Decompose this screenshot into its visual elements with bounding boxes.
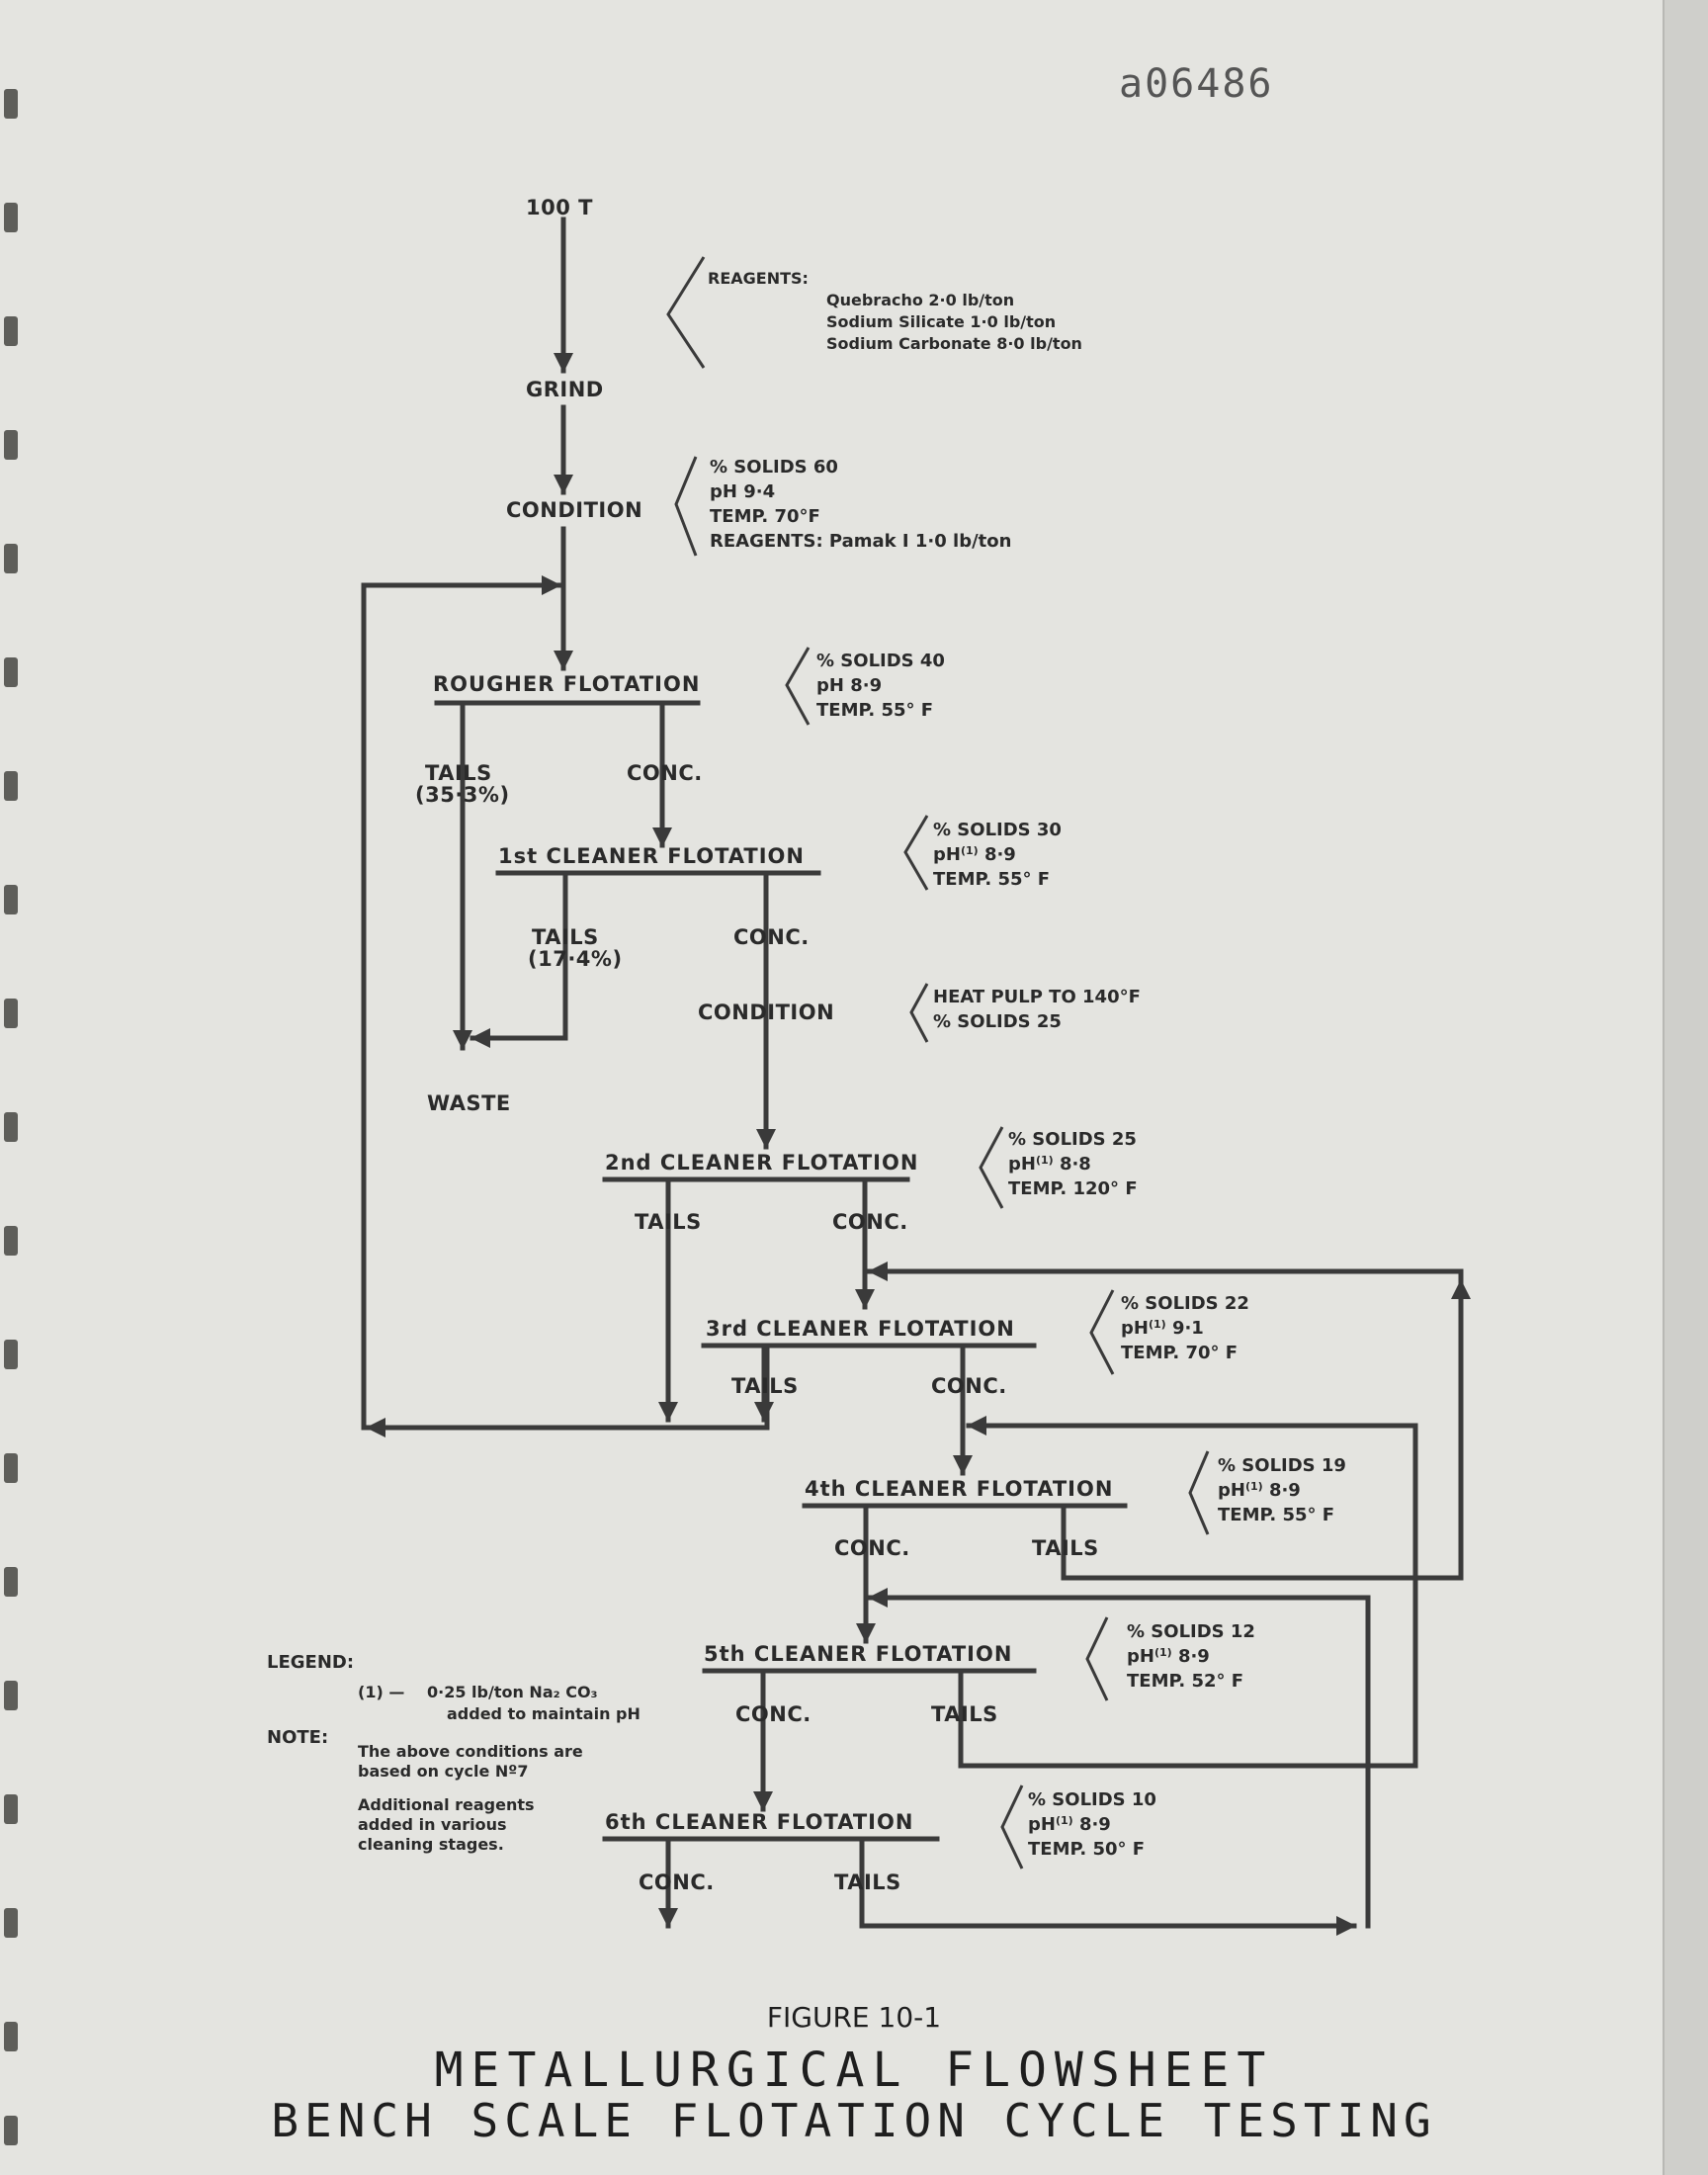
cleaner-3-param-1: % SOLIDS 22 bbox=[1121, 1293, 1249, 1314]
document-number: a06486 bbox=[1119, 61, 1274, 107]
cleaner-1-tails-label: TAILS bbox=[532, 925, 599, 949]
rougher-conc-label: CONC. bbox=[627, 761, 703, 785]
grind-label: GRIND bbox=[526, 378, 604, 401]
cleaner-3-label: 3rd CLEANER FLOTATION bbox=[706, 1317, 1015, 1341]
reagent-line-1: Quebracho 2·0 lb/ton bbox=[826, 291, 1015, 309]
cleaner-4-tails-label: TAILS bbox=[1032, 1536, 1099, 1560]
condition-param-3: TEMP. 70°F bbox=[710, 506, 820, 527]
cleaner-5-param-3: TEMP. 52° F bbox=[1127, 1671, 1244, 1692]
cleaner-4-param-2: pH(1) 8·9 bbox=[1218, 1480, 1301, 1501]
cleaner-6-param-1: % SOLIDS 10 bbox=[1028, 1789, 1156, 1810]
cleaner-5-param-2: pH(1) 8·9 bbox=[1127, 1646, 1210, 1667]
cleaner-5-label: 5th CLEANER FLOTATION bbox=[704, 1642, 1013, 1666]
cleaner-3-tails-label: TAILS bbox=[731, 1374, 799, 1398]
rougher-flotation-label: ROUGHER FLOTATION bbox=[433, 672, 701, 696]
cleaner-2-param-1: % SOLIDS 25 bbox=[1008, 1129, 1137, 1150]
cleaner-2-conc-label: CONC. bbox=[832, 1210, 908, 1234]
condition-param-4: REAGENTS: Pamak I 1·0 lb/ton bbox=[710, 531, 1012, 552]
cleaner-6-conc-label: CONC. bbox=[639, 1870, 715, 1894]
cleaner-6-param-2: pH(1) 8·9 bbox=[1028, 1814, 1111, 1835]
note-heading: NOTE: bbox=[267, 1727, 329, 1748]
cleaner-2-label: 2nd CLEANER FLOTATION bbox=[605, 1151, 919, 1174]
legend-item-text-2: added to maintain pH bbox=[447, 1704, 640, 1723]
rougher-tails-pct: (35·3%) bbox=[415, 783, 510, 807]
cleaner-6-tails-label: TAILS bbox=[834, 1870, 901, 1894]
cleaner-5-conc-label: CONC. bbox=[735, 1702, 811, 1726]
cleaner-3-param-2: pH(1) 9·1 bbox=[1121, 1318, 1204, 1339]
condition-2-param-1: HEAT PULP TO 140°F bbox=[933, 987, 1141, 1007]
cleaner-4-conc-label: CONC. bbox=[834, 1536, 910, 1560]
legend-heading: LEGEND: bbox=[267, 1652, 355, 1673]
legend-item-key: (1) — bbox=[358, 1683, 405, 1701]
note-2-line-1: Additional reagents bbox=[358, 1795, 535, 1814]
cleaner-1-param-2: pH(1) 8·9 bbox=[933, 844, 1016, 865]
page-edge bbox=[1663, 0, 1708, 2175]
note-1-line-1: The above conditions are bbox=[358, 1742, 583, 1761]
waste-label: WASTE bbox=[427, 1091, 511, 1115]
cleaner-4-param-3: TEMP. 55° F bbox=[1218, 1505, 1335, 1525]
title-line-2: BENCH SCALE FLOTATION CYCLE TESTING bbox=[271, 2094, 1437, 2147]
cleaner-1-param-1: % SOLIDS 30 bbox=[933, 820, 1062, 840]
cleaner-3-conc-label: CONC. bbox=[931, 1374, 1007, 1398]
figure-number: FIGURE 10-1 bbox=[766, 2001, 942, 2034]
cleaner-1-tails-pct: (17·4%) bbox=[528, 947, 623, 971]
cleaner-4-label: 4th CLEANER FLOTATION bbox=[805, 1477, 1114, 1501]
cleaner-2-tails-label: TAILS bbox=[635, 1210, 702, 1234]
condition-label: CONDITION bbox=[506, 498, 643, 522]
rougher-param-2: pH 8·9 bbox=[816, 675, 883, 696]
cleaner-3-param-3: TEMP. 70° F bbox=[1121, 1343, 1238, 1363]
condition-2-label: CONDITION bbox=[698, 1000, 835, 1024]
cleaner-1-param-3: TEMP. 55° F bbox=[933, 869, 1051, 890]
cleaner-1-label: 1st CLEANER FLOTATION bbox=[498, 844, 805, 868]
cleaner-1-conc-label: CONC. bbox=[733, 925, 810, 949]
rougher-param-3: TEMP. 55° F bbox=[816, 700, 934, 721]
reagent-line-2: Sodium Silicate 1·0 lb/ton bbox=[826, 312, 1057, 331]
feed-label: 100 T bbox=[526, 196, 593, 219]
rougher-param-1: % SOLIDS 40 bbox=[816, 651, 945, 671]
rougher-tails-label: TAILS bbox=[425, 761, 492, 785]
condition-2-param-2: % SOLIDS 25 bbox=[933, 1011, 1062, 1032]
title-line-1: METALLURGICAL FLOWSHEET bbox=[434, 2043, 1274, 2098]
cleaner-6-param-3: TEMP. 50° F bbox=[1028, 1839, 1146, 1860]
reagent-line-3: Sodium Carbonate 8·0 lb/ton bbox=[826, 334, 1082, 353]
cleaner-4-param-1: % SOLIDS 19 bbox=[1218, 1455, 1346, 1476]
reagents-heading: REAGENTS: bbox=[708, 269, 809, 288]
condition-param-2: pH 9·4 bbox=[710, 481, 776, 502]
cleaner-5-tails-label: TAILS bbox=[931, 1702, 998, 1726]
condition-param-1: % SOLIDS 60 bbox=[710, 457, 838, 478]
legend-item-text-1: 0·25 lb/ton Na₂ CO₃ bbox=[427, 1683, 598, 1701]
note-1-line-2: based on cycle Nº7 bbox=[358, 1762, 529, 1781]
cleaner-5-param-1: % SOLIDS 12 bbox=[1127, 1621, 1255, 1642]
cleaner-6-label: 6th CLEANER FLOTATION bbox=[605, 1810, 914, 1834]
binding-holes bbox=[0, 0, 28, 2175]
note-2-line-3: cleaning stages. bbox=[358, 1835, 504, 1854]
note-2-line-2: added in various bbox=[358, 1815, 507, 1834]
cleaner-2-param-2: pH(1) 8·8 bbox=[1008, 1154, 1091, 1174]
cleaner-2-param-3: TEMP. 120° F bbox=[1008, 1178, 1138, 1199]
